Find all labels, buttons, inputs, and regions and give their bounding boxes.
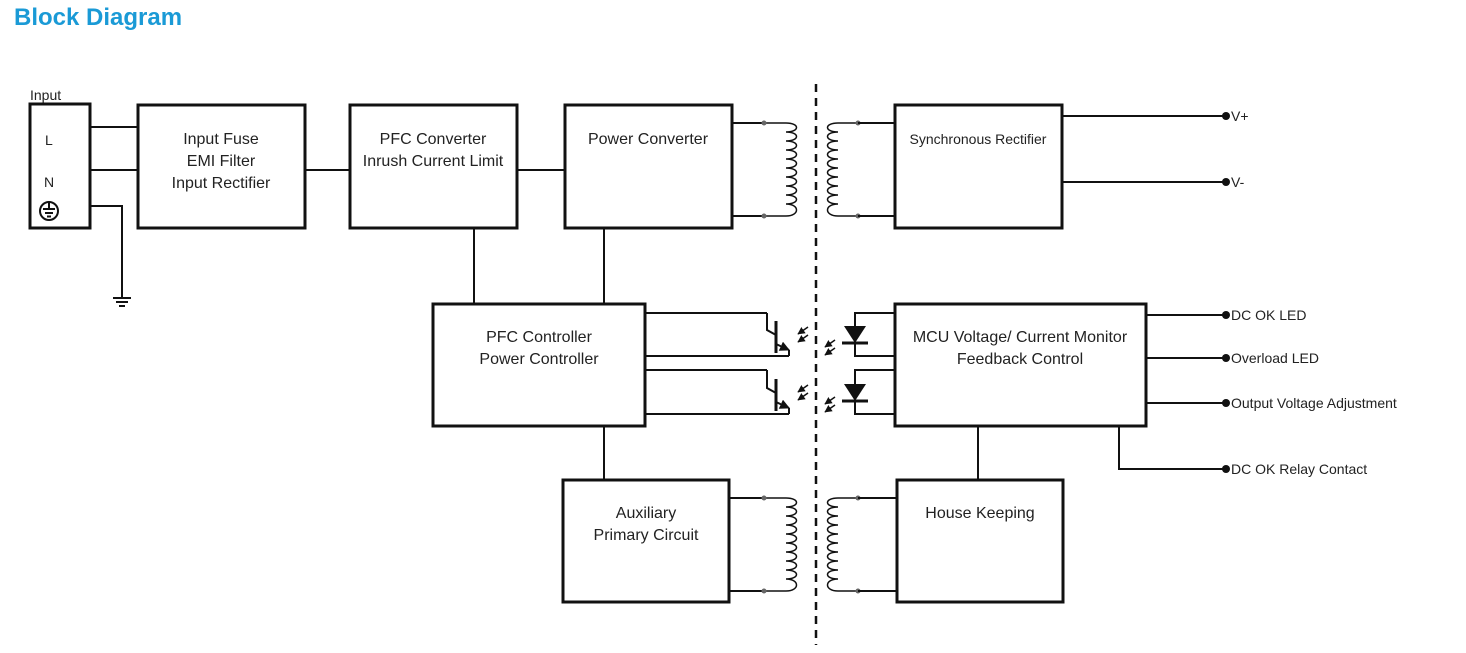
mcu-block: MCU Voltage/ Current Monitor Feedback Co… <box>893 302 1148 428</box>
page-title: Block Diagram <box>14 4 183 31</box>
pfc-controller-block: PFC Controller Power Controller <box>431 302 647 428</box>
v-plus-label: V+ <box>1231 108 1249 124</box>
mcu-line-2: Feedback Control <box>957 351 1083 368</box>
auxiliary-block: Auxiliary Primary Circuit <box>561 478 731 604</box>
input-filter-line-2: EMI Filter <box>187 153 256 170</box>
overload-led-label: Overload LED <box>1231 350 1319 366</box>
auxiliary-line-1: Auxiliary <box>616 505 676 522</box>
voltage-adjust-output: Output Voltage Adjustment <box>1146 395 1397 411</box>
main-transformer-icon <box>732 120 895 219</box>
input-wiring <box>90 126 138 298</box>
input-filter-line-3: Input Rectifier <box>172 175 271 192</box>
pfc-converter-block: PFC Converter Inrush Current Limit <box>348 103 519 230</box>
sync-rectifier-line-1: Synchronous Rectifier <box>910 131 1047 147</box>
v-minus-output: V- <box>1062 174 1245 190</box>
pfc-converter-line-1: PFC Converter <box>380 131 487 148</box>
dc-ok-led-output: DC OK LED <box>1146 307 1306 323</box>
protective-earth-icon <box>39 201 59 221</box>
house-keeping-block: House Keeping <box>895 478 1065 604</box>
power-converter-block: Power Converter <box>563 103 734 230</box>
terminal-l-label: L <box>45 132 53 148</box>
input-filter-line-1: Input Fuse <box>183 131 259 148</box>
house-keeping-line-1: House Keeping <box>925 505 1034 522</box>
input-label: Input <box>30 87 61 103</box>
optocoupler-2-icon <box>645 369 895 415</box>
v-minus-label: V- <box>1231 174 1245 190</box>
aux-transformer-icon <box>729 495 897 594</box>
mcu-line-1: MCU Voltage/ Current Monitor <box>913 329 1128 346</box>
voltage-adjust-label: Output Voltage Adjustment <box>1231 395 1397 411</box>
chassis-ground-icon <box>113 297 131 307</box>
pfc-controller-line-1: PFC Controller <box>486 329 592 346</box>
terminal-n-label: N <box>44 174 54 190</box>
auxiliary-line-2: Primary Circuit <box>594 527 699 544</box>
power-converter-line-1: Power Converter <box>588 131 709 148</box>
relay-label: DC OK Relay Contact <box>1231 461 1367 477</box>
v-plus-output: V+ <box>1062 108 1249 124</box>
optocoupler-1-icon <box>645 312 895 357</box>
input-filter-block: Input Fuse EMI Filter Input Rectifier <box>136 103 307 230</box>
dc-ok-led-label: DC OK LED <box>1231 307 1306 323</box>
relay-output: DC OK Relay Contact <box>1118 426 1367 477</box>
input-terminal-box <box>28 102 92 230</box>
input-terminal-block: Input L N <box>28 87 92 230</box>
overload-led-output: Overload LED <box>1146 350 1319 366</box>
sync-rectifier-block: Synchronous Rectifier <box>893 103 1064 230</box>
pfc-converter-line-2: Inrush Current Limit <box>363 153 504 170</box>
pfc-controller-line-2: Power Controller <box>479 351 599 368</box>
